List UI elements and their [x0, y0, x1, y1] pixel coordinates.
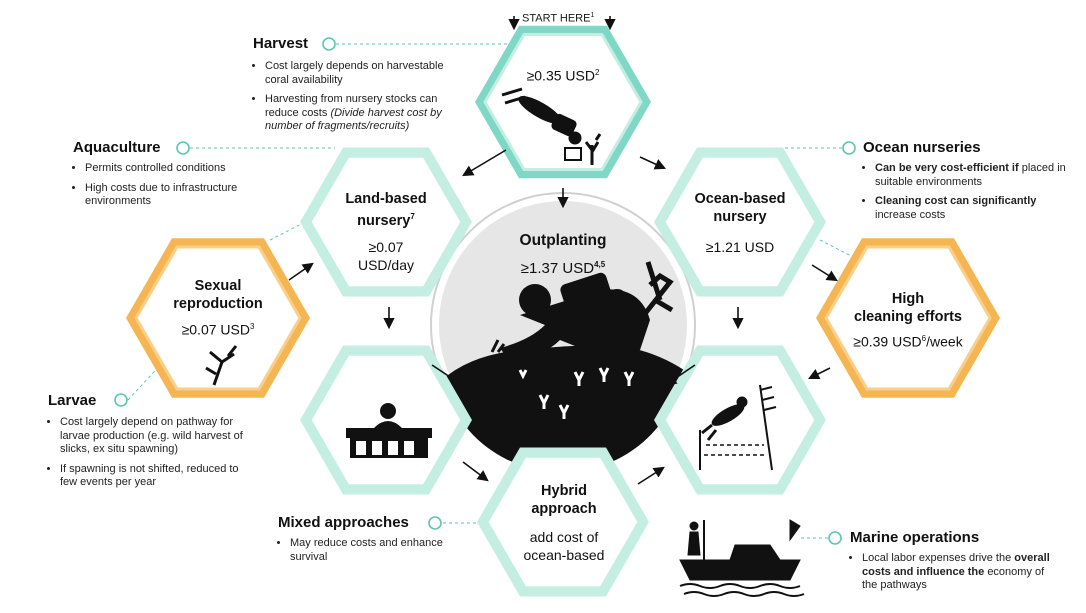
ocean-nurseries-bullet-1: Can be very cost-efficient if placed in …: [875, 162, 1073, 189]
marine-bullets: Local labor expenses drive the overall c…: [850, 552, 1050, 599]
outplanting-value: ≥1.37 USD4,5: [520, 260, 606, 277]
mixed-title: Mixed approaches: [278, 514, 409, 531]
marine-bullet-1: Local labor expenses drive the overall c…: [862, 552, 1050, 593]
harvest-value: ≥0.35 USD2: [526, 67, 600, 84]
ocean-nurseries-bullets: Can be very cost-efficient if placed in …: [863, 162, 1073, 228]
sexual-hex: [126, 238, 310, 398]
boat-icon: [679, 519, 805, 597]
hybrid-title: Hybrid approach: [531, 483, 597, 517]
ocean-nursery-title: Ocean-based nursery: [694, 191, 786, 225]
mixed-bullets: May reduce costs and enhance survival: [278, 537, 473, 570]
aquaculture-title: Aquaculture: [73, 139, 161, 156]
mixed-bullet-1: May reduce costs and enhance survival: [290, 537, 473, 564]
harvest-hex: [475, 25, 651, 179]
hybrid-value: add cost of ocean-based: [523, 529, 605, 563]
larvae-bullet-2: If spawning is not shifted, reduced to f…: [60, 463, 258, 490]
land-tank-icon: [346, 403, 432, 458]
harvest-title: Harvest: [253, 35, 309, 52]
ocean-frame-icon: [699, 384, 777, 471]
aquaculture-bullets: Permits controlled conditions High costs…: [73, 162, 273, 215]
hybrid-hex: [477, 447, 649, 597]
connector-lines: [127, 43, 856, 539]
land-tank-hex: [300, 345, 472, 495]
harvest-diver-icon: [501, 87, 602, 165]
harvest-bullets: Cost largely depends on harvestable cora…: [253, 60, 468, 140]
land-nursery-title: Land-based nursery7: [345, 191, 427, 229]
flow-arrows: [288, 16, 838, 485]
ocean-nurseries-title: Ocean nurseries: [863, 139, 981, 156]
land-nursery-hex: [300, 147, 472, 297]
coral-icon: [205, 345, 238, 386]
sexual-value: ≥0.07 USD3: [181, 321, 255, 338]
larvae-bullets: Cost largely depend on pathway for larva…: [48, 416, 258, 496]
aquaculture-bullet-2: High costs due to infrastructure environ…: [85, 182, 273, 209]
larvae-bullet-1: Cost largely depend on pathway for larva…: [60, 416, 258, 457]
sexual-title: Sexual reproduction: [173, 278, 263, 312]
outplanting-title: Outplanting: [519, 232, 607, 249]
ocean-frame-hex: [654, 345, 826, 495]
ocean-nursery-hex: [654, 147, 826, 297]
start-here-label: START HERE1: [522, 12, 595, 25]
harvest-bullet-2: Harvesting from nursery stocks can reduc…: [265, 93, 468, 134]
harvest-bullet-1: Cost largely depends on harvestable cora…: [265, 60, 468, 87]
aquaculture-bullet-1: Permits controlled conditions: [85, 162, 273, 176]
cleaning-hex: [816, 238, 1000, 398]
land-nursery-value: ≥0.07 USD/day: [357, 239, 415, 273]
cleaning-title: High cleaning efforts: [854, 291, 962, 325]
cleaning-value: ≥0.39 USD6/week: [853, 333, 963, 350]
ocean-nursery-value: ≥1.21 USD: [705, 239, 775, 255]
marine-title: Marine operations: [850, 529, 980, 546]
ocean-nurseries-bullet-2: Cleaning cost can significantly increase…: [875, 195, 1073, 222]
larvae-title: Larvae: [48, 392, 97, 409]
header-markers: [114, 37, 856, 545]
